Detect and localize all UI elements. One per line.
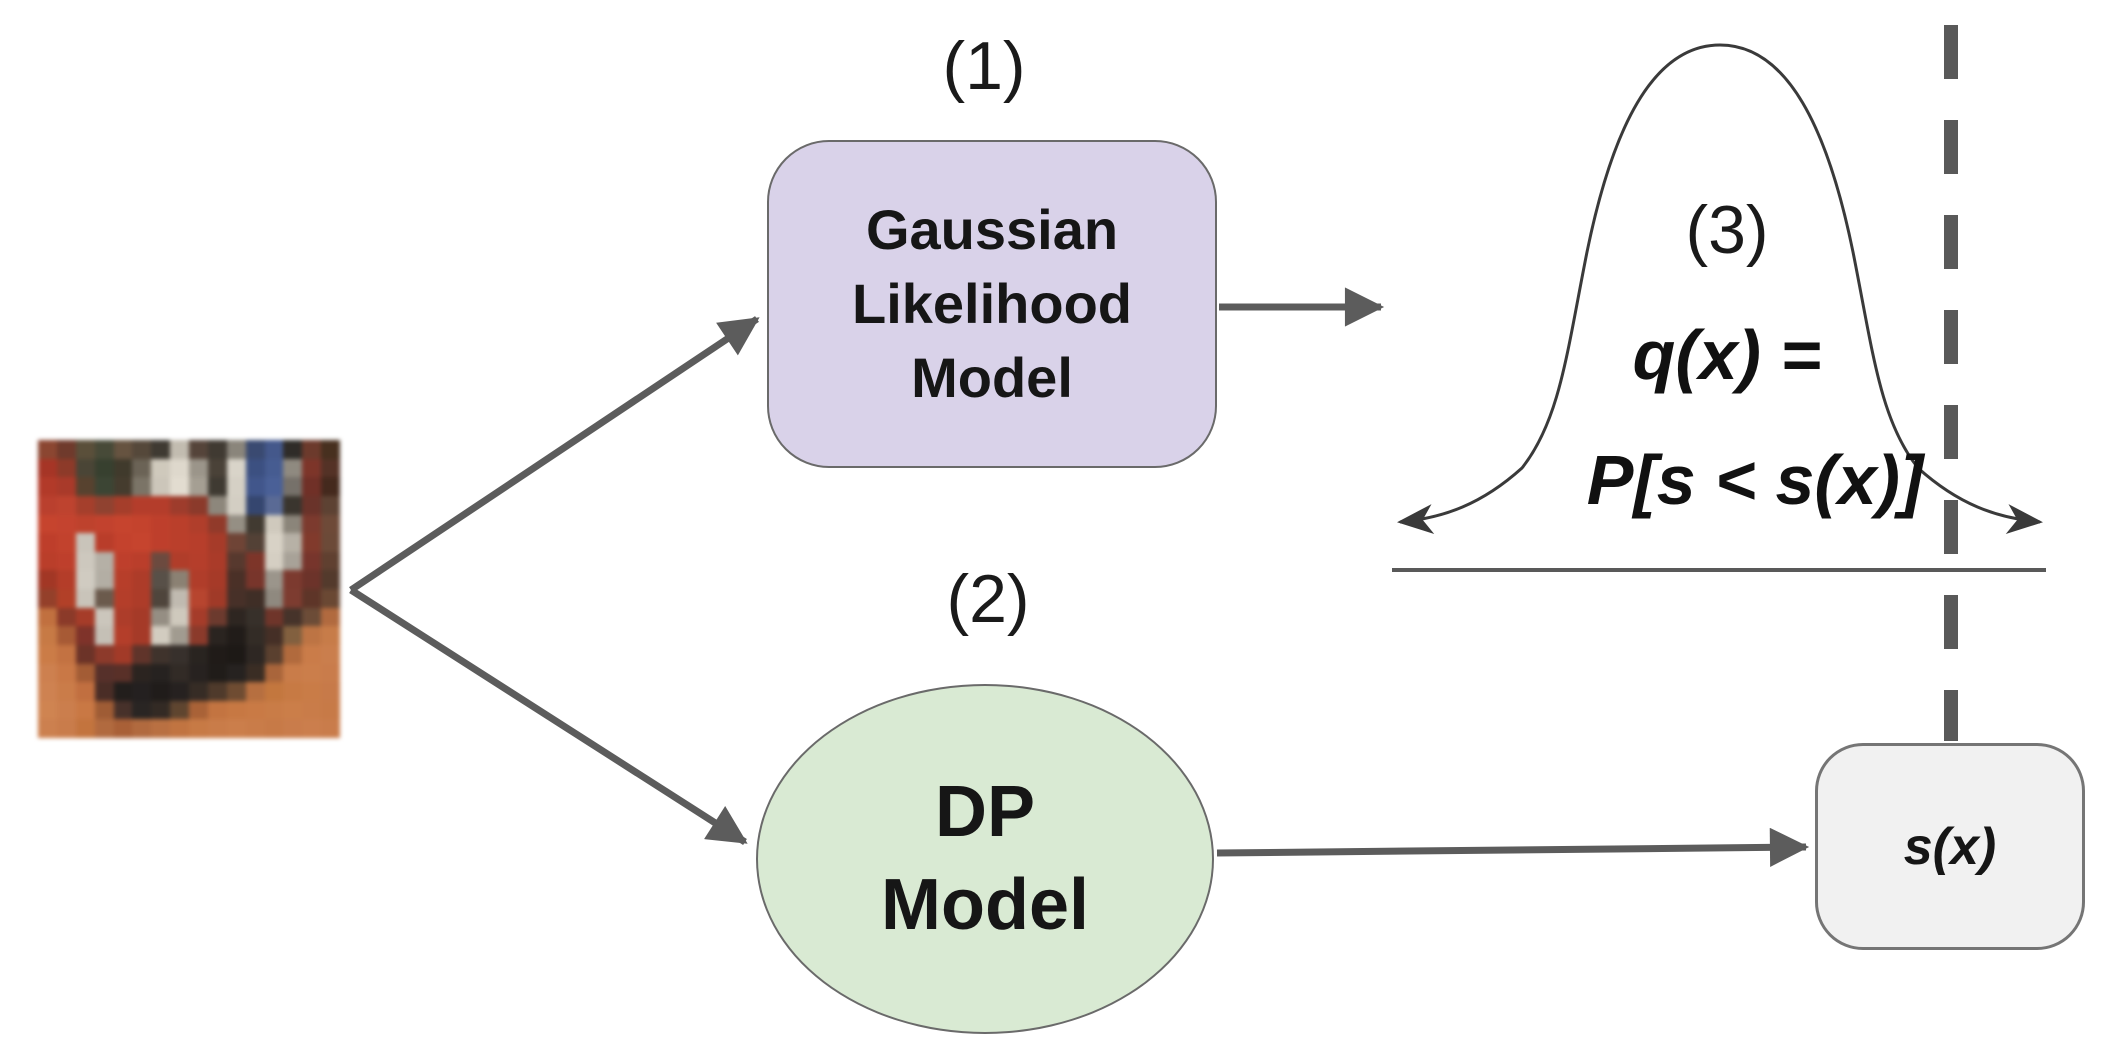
dp-line2: Model xyxy=(881,865,1089,945)
dp-model-ellipse: DP Model xyxy=(756,684,1214,1034)
gaussian-box-line1: Gaussian xyxy=(865,198,1119,261)
gaussian-curve xyxy=(1397,43,2043,534)
gaussian-box-line3: Model xyxy=(911,346,1073,409)
step1-label: (1) xyxy=(942,28,1026,104)
quantile-formula-line1: q(x) = xyxy=(1632,316,1822,394)
gaussian-box-line2: Likelihood xyxy=(852,272,1132,335)
dp-line1: DP xyxy=(934,772,1035,852)
step2-label: (2) xyxy=(946,561,1030,637)
score-output-box: s(x) xyxy=(1815,743,2085,950)
arrow-dp-to-score xyxy=(1216,827,1810,867)
score-label: s(x) xyxy=(1903,817,1997,876)
dp-model-label: DP Model xyxy=(881,766,1089,952)
gaussian-likelihood-model-label: Gaussian Likelihood Model xyxy=(852,193,1132,415)
step3-label: (3) xyxy=(1685,192,1769,268)
input-image-red-car xyxy=(38,440,340,738)
arrow-input-to-dp xyxy=(349,587,748,845)
gaussian-likelihood-model-box: Gaussian Likelihood Model xyxy=(767,140,1217,468)
quantile-formula-line2: P[s < s(x)] xyxy=(1586,441,1924,519)
arrow-input-to-gaussian xyxy=(349,316,760,593)
